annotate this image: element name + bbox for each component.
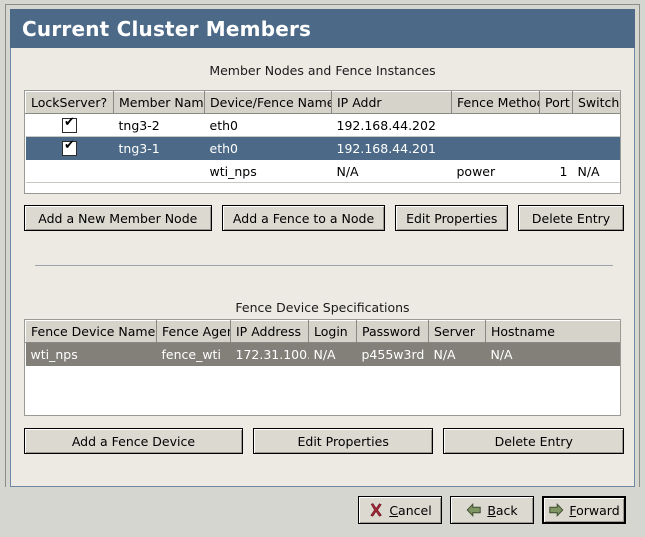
cell-hostname: N/A [485,342,620,366]
cancel-button[interactable]: Cancel [358,496,442,524]
member-nodes-heading-wrap: Member Nodes and Fence Instances [11,63,634,78]
cell-ip-addr: N/A [331,159,452,183]
cell-device-name: wti_nps [204,159,332,183]
cell-lockserver [25,159,114,183]
table-header-row: Fence Device Name Fence Agent IP Address… [25,320,620,343]
cell-device-name: eth0 [204,136,332,160]
cell-ip-addr: 192.168.44.201 [331,136,452,160]
add-member-node-button[interactable]: Add a New Member Node [24,205,212,231]
check-icon: ✔ [64,115,75,130]
column-header-server[interactable]: Server [428,320,486,343]
column-header-password[interactable]: Password [356,320,429,343]
cell-switch [572,113,620,137]
arrow-right-icon [548,502,564,518]
member-nodes-table[interactable]: LockServer? Member Name Device/Fence Nam… [24,90,621,194]
back-button[interactable]: Back [450,496,534,524]
column-header-ip-addr[interactable]: IP Addr [331,91,452,114]
delete-entry-fence-button[interactable]: Delete Entry [443,428,625,454]
cell-fence-method: power [451,159,540,183]
column-header-device-fence-name[interactable]: Device/Fence Name [204,91,332,114]
table-row[interactable]: wti_nps fence_wti 172.31.100.1 N/A p455w… [25,342,620,366]
edit-properties-member-button[interactable]: Edit Properties [395,205,509,231]
column-header-fence-method[interactable]: Fence Method [451,91,540,114]
member-nodes-heading: Member Nodes and Fence Instances [209,63,436,78]
delete-entry-member-button[interactable]: Delete Entry [518,205,624,231]
cell-lockserver[interactable]: ✔ [25,113,114,137]
cell-switch [572,136,620,160]
cell-password: p455w3rd [356,342,429,366]
column-header-member-name[interactable]: Member Name [113,91,205,114]
column-header-login[interactable]: Login [308,320,357,343]
cell-port [539,113,573,137]
cell-port: 1 [539,159,573,183]
table-row[interactable]: ✔ tng3-2 eth0 192.168.44.202 [25,113,620,137]
add-fence-device-button[interactable]: Add a Fence Device [24,428,243,454]
cell-member-name: tng3-1 [113,136,205,160]
forward-button[interactable]: Forward [542,496,626,524]
cell-port [539,136,573,160]
arrow-left-icon [466,502,482,518]
add-fence-to-node-button[interactable]: Add a Fence to a Node [221,205,386,231]
lockserver-checkbox[interactable]: ✔ [62,115,77,133]
cell-fence-method [451,113,540,137]
column-header-switch[interactable]: Switch [572,91,620,114]
cell-ip-address: 172.31.100.1 [230,342,309,366]
table-row[interactable]: ✔ tng3-1 eth0 192.168.44.201 [25,136,620,160]
window-titlebar: Current Cluster Members [10,9,635,48]
cancel-x-icon [368,502,384,518]
fence-devices-heading: Fence Device Specifications [235,300,410,315]
back-button-label: Back [487,502,518,518]
member-nodes-button-row: Add a New Member Node Add a Fence to a N… [24,205,624,231]
fence-devices-grid: Fence Device Name Fence Agent IP Address… [25,320,620,366]
cell-fence-method [451,136,540,160]
cell-fence-device-name: wti_nps [25,342,157,366]
page-title: Current Cluster Members [22,16,312,41]
cell-member-name: tng3-2 [113,113,205,137]
fence-devices-table[interactable]: Fence Device Name Fence Agent IP Address… [24,319,621,416]
cell-device-name: eth0 [204,113,332,137]
member-nodes-grid: LockServer? Member Name Device/Fence Nam… [25,91,620,183]
lockserver-checkbox[interactable]: ✔ [62,138,77,156]
edit-properties-fence-button[interactable]: Edit Properties [252,428,434,454]
table-header-row: LockServer? Member Name Device/Fence Nam… [25,91,620,114]
column-header-port[interactable]: Port [539,91,573,114]
column-header-ip-address[interactable]: IP Address [230,320,309,343]
cell-member-name [113,159,205,183]
cell-login: N/A [308,342,357,366]
fence-devices-heading-wrap: Fence Device Specifications [11,300,634,315]
cancel-button-label: Cancel [389,502,432,518]
table-row[interactable]: wti_nps N/A power 1 N/A [25,159,620,183]
forward-button-label: Forward [569,502,620,518]
fence-devices-button-row: Add a Fence Device Edit Properties Delet… [24,428,625,454]
column-header-lockserver[interactable]: LockServer? [25,91,114,114]
column-header-hostname[interactable]: Hostname [485,320,620,343]
cell-fence-agent: fence_wti [156,342,231,366]
cell-lockserver[interactable]: ✔ [25,136,114,160]
footer-button-row: Cancel Back Forward [358,496,626,524]
check-icon: ✔ [64,138,75,153]
column-header-fence-agent[interactable]: Fence Agent [156,320,231,343]
column-header-fence-device-name[interactable]: Fence Device Name [25,320,157,343]
dialog-footer: Cancel Back Forward [5,487,640,533]
cell-ip-addr: 192.168.44.202 [331,113,452,137]
section-divider [35,265,613,266]
cell-switch: N/A [572,159,620,183]
cell-server: N/A [428,342,486,366]
content-panel: Member Nodes and Fence Instances LockSer… [10,48,635,487]
